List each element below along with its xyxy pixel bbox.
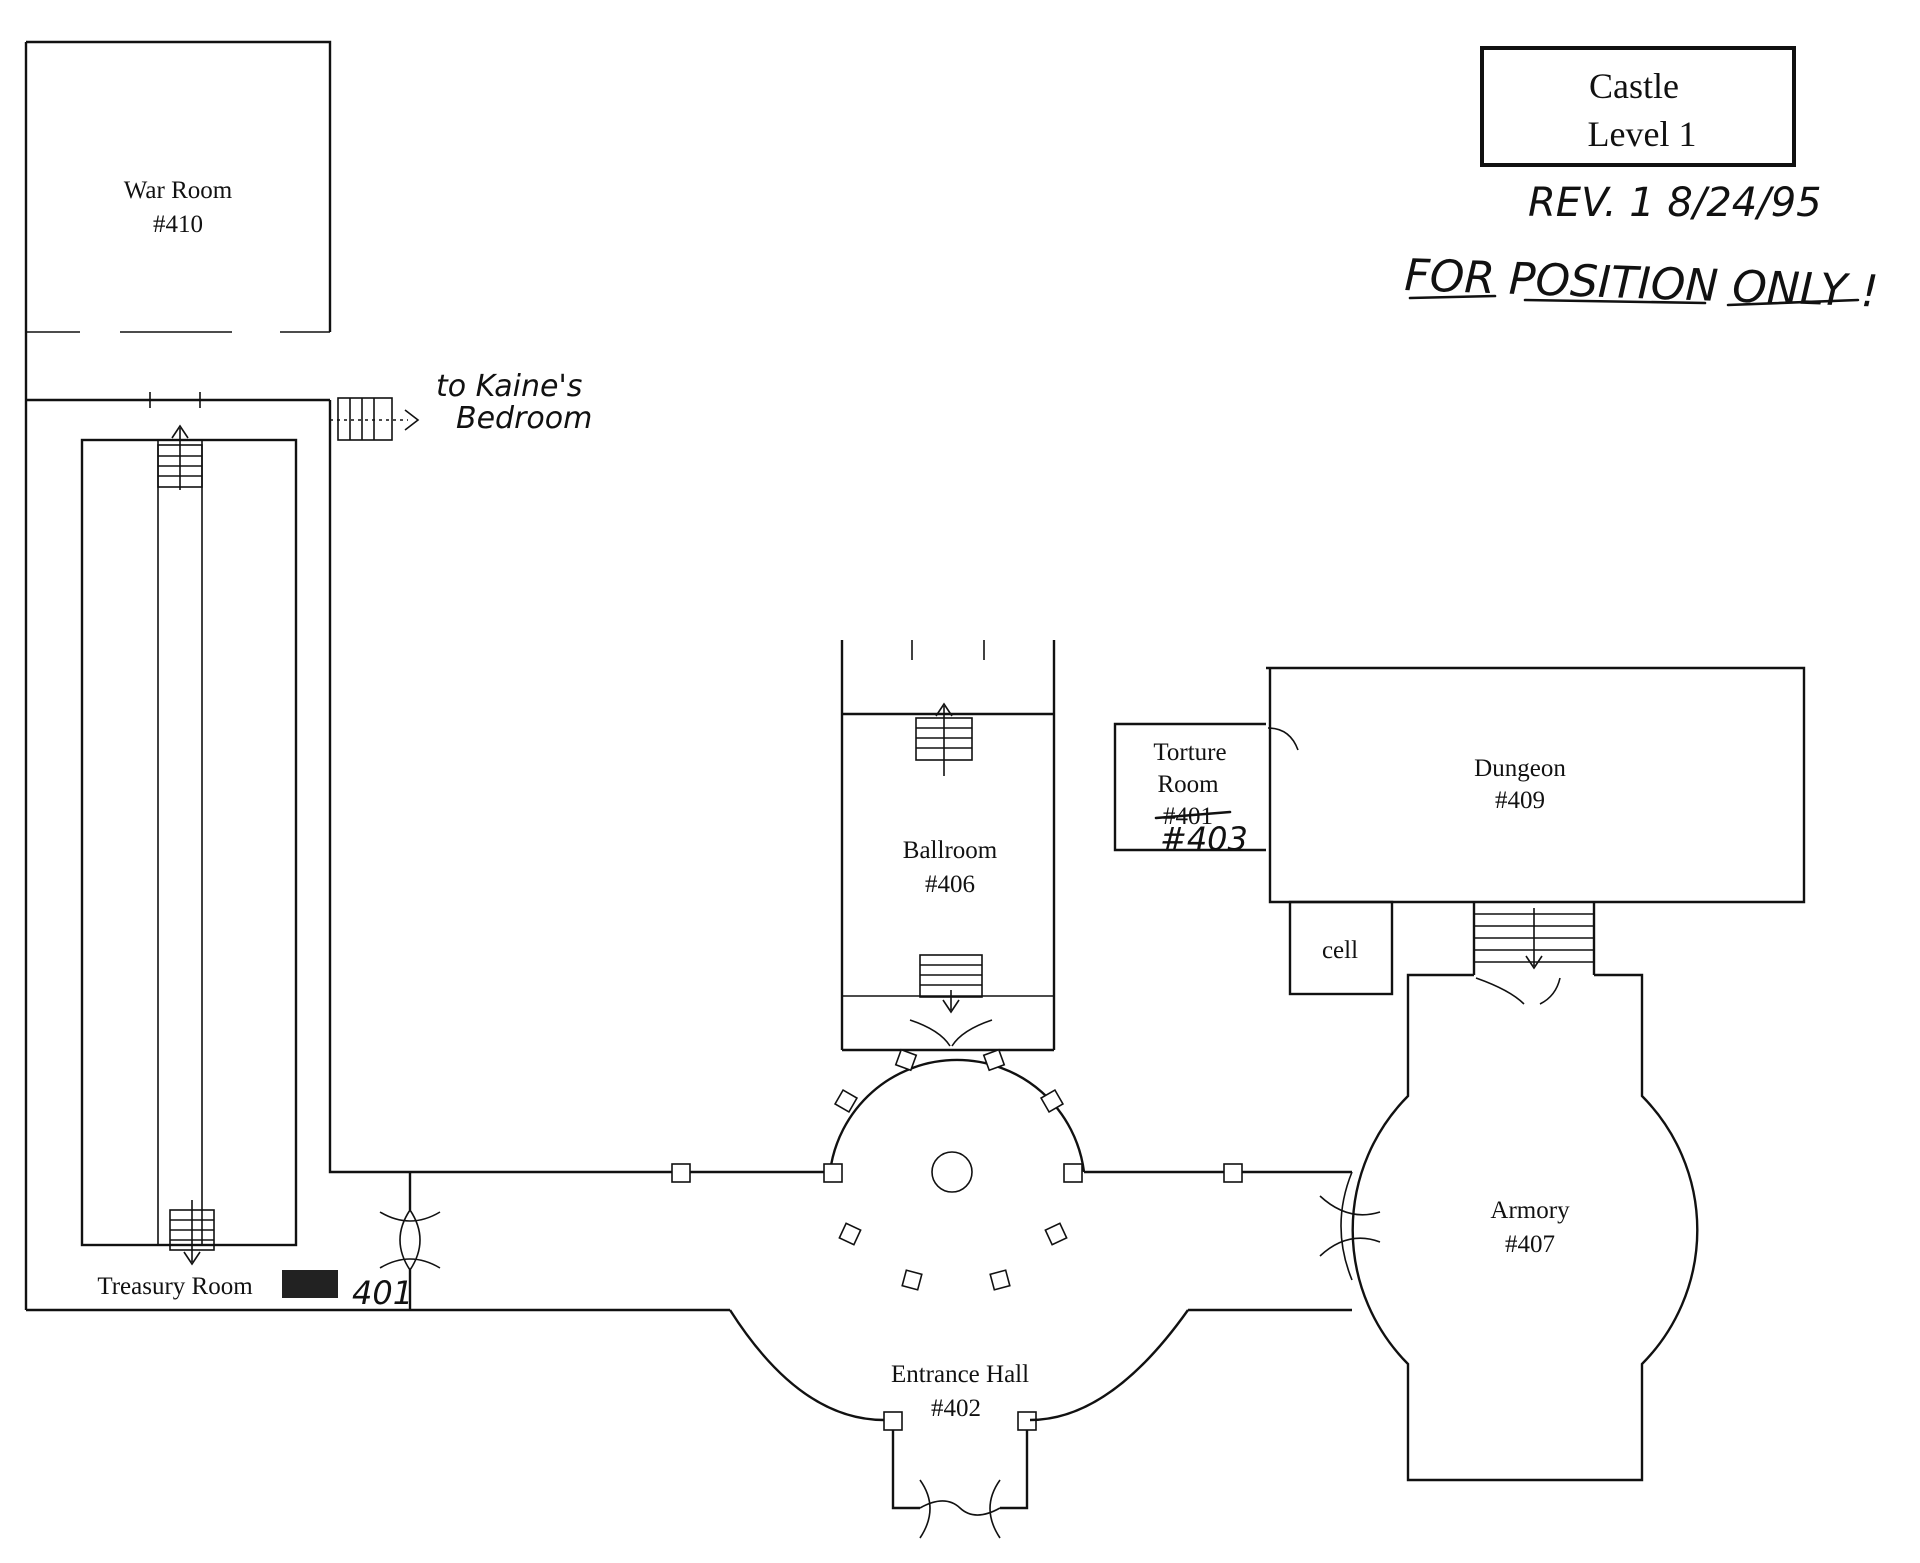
ballroom: Ballroom #406: [840, 640, 1056, 1052]
stairs-north: [157, 424, 203, 490]
bedroom-note-line-1: to Kaine's: [436, 369, 582, 404]
war-room-number: #410: [153, 211, 203, 238]
armory-name: Armory: [1490, 1197, 1570, 1224]
treasury-double-door: [379, 1172, 441, 1310]
stairs-to-bedroom: [330, 397, 420, 441]
armory-number: #407: [1505, 1231, 1555, 1258]
entrance-hall: Entrance Hall #402: [728, 1048, 1352, 1539]
torture-room-name-2: Room: [1157, 771, 1219, 798]
torture-room: Torture Room #401 #403: [1113, 722, 1299, 858]
position-note-text: FOR POSITION ONLY !: [1404, 250, 1880, 318]
dungeon-name: Dungeon: [1474, 755, 1566, 782]
treasury-number: 401: [352, 1274, 413, 1312]
war-room: War Room #410: [24, 40, 332, 1310]
cell-name: cell: [1322, 937, 1358, 964]
stairs-dungeon: [1472, 902, 1596, 975]
cell: cell: [1288, 900, 1394, 996]
treasury-room-name: Treasury Room: [97, 1273, 253, 1300]
bedroom-note-line-2: Bedroom: [456, 401, 592, 436]
west-corridor: [410, 1163, 824, 1312]
revision-note: REV. 1 8/24/95: [1528, 180, 1822, 226]
for-position-only-note: FOR POSITION ONLY !: [1404, 250, 1880, 318]
title-block: Castle Level 1: [1480, 46, 1796, 167]
title-line-2: Level 1: [1588, 114, 1697, 154]
entrance-hall-number: #402: [931, 1395, 981, 1422]
dungeon: Dungeon #409: [1266, 666, 1806, 904]
stairs-south: [169, 1200, 215, 1266]
entrance-hall-name: Entrance Hall: [891, 1361, 1029, 1388]
title-line-1: Castle: [1589, 66, 1679, 106]
dungeon-number: #409: [1495, 787, 1545, 814]
torture-room-name-1: Torture: [1153, 739, 1226, 766]
torture-room-number: #403: [1160, 820, 1248, 858]
treasury-room: Treasury Room #400 401: [26, 400, 413, 1312]
ballroom-name: Ballroom: [903, 837, 998, 864]
ballroom-number: #406: [925, 871, 975, 898]
war-room-name: War Room: [124, 177, 233, 204]
armory: Armory #407: [1319, 973, 1699, 1482]
